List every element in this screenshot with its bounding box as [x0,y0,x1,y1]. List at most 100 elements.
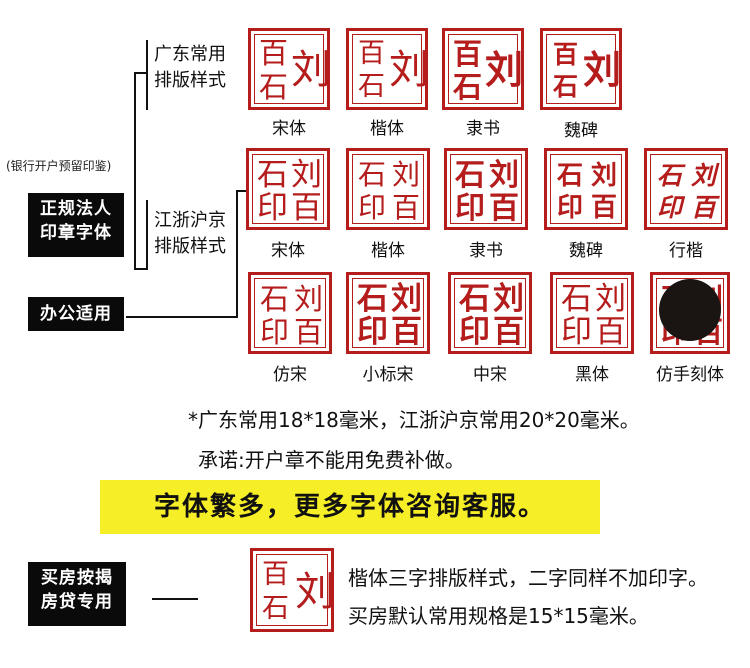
stamp-char: 刘 [595,281,626,317]
stamp-caption: 宋体 [272,119,306,139]
stamp-char: 印 [260,315,290,349]
stamp-caption: 小标宋 [362,365,414,385]
legal-seal-font-label-line2: 印章字体 [40,223,112,243]
size-note: *广东常用18*18毫米，江浙沪京常用20*20毫米。 [188,408,640,432]
stamp-char: 百 [489,191,519,226]
stamp-char: 石 [257,157,288,193]
stamp-char: 百 [358,38,385,69]
stamp-char: 石 [358,158,387,191]
stamp-char: 石 [453,70,483,104]
stamp-char: 石 [561,281,592,317]
stamp-gd-li-border [448,34,518,104]
bracket-main-vertical [134,72,136,270]
stamp-char: 刘 [294,282,324,316]
stamp-caption: 隶书 [466,119,500,139]
mortgage-label-line1: 买房按揭 [41,568,113,588]
stamp-gd-song: 百 刘 石 [248,28,330,110]
stamp-char: 百 [691,193,717,222]
stamp-caption: 黑体 [575,365,609,385]
stamp-char: 石 [260,282,290,316]
stamp-char: 刘 [691,161,717,190]
stamp-char: 百 [392,191,421,224]
mortgage-label-line2: 房贷专用 [41,592,113,612]
stamp-char: 百 [591,193,618,223]
stamp-char: 刘 [493,281,524,317]
stamp-gd-song-border [254,34,324,104]
bracket-gd-top [134,72,146,74]
stamp-char: 刘 [389,47,428,93]
bracket-jz-right [146,200,148,270]
stamp-char: 石 [262,593,289,624]
stamp-jz-li: 石 刘 印 百 [444,148,528,230]
bracket-jz-tick [134,268,146,270]
stamp-char: 百 [391,314,422,350]
stamp-jz-li-border [450,154,522,224]
stamp-caption: 魏碑 [564,121,598,141]
stamp-office-heiti: 石 刘 印 百 [550,272,634,354]
stamp-char: 百 [291,190,322,226]
stamp-char: 印 [455,191,485,226]
stamp-char: 印 [557,193,584,223]
stamp-char: 石 [259,70,289,104]
jiangzhe-layout-label: 江浙沪京 排版样式 [154,208,226,260]
stamp-office-handcarved-border [656,278,724,348]
stamp-caption: 楷体 [370,119,404,139]
guangdong-layout-label-line1: 广东常用 [154,44,226,65]
stamp-jz-kai-border [352,154,424,224]
stamp-char: 百 [294,315,324,349]
stamp-caption: 魏碑 [569,241,603,261]
stamp-mortgage-border [256,554,328,626]
promise-note: 承诺:开户章不能用免费补做。 [198,448,465,472]
mortgage-dash [152,598,198,600]
stamp-office-xiaobiaosong: 石 刘 印 百 [346,272,430,354]
mortgage-label: 买房按揭 房贷专用 [28,562,126,626]
stamp-caption: 中宋 [473,365,507,385]
stamp-jz-wei-border [550,154,622,224]
stamp-jz-xingkai-border [650,154,722,224]
bracket-office-connector [126,316,238,318]
stamp-char: 印 [561,314,592,350]
stamp-char: 石 [557,161,584,191]
image-obscuring-blob [659,279,721,341]
stamp-char: 刘 [391,281,422,317]
stamp-jz-xingkai: 石 刘 印 百 [644,148,728,230]
stamp-char: 石 [459,281,490,317]
stamp-char: 刘 [485,47,524,92]
bank-seal-note: (银行开户预留印鉴) [6,159,112,173]
bracket-office-top [236,190,248,192]
stamp-char: 石 [657,161,683,190]
stamp-char: 石 [358,71,385,102]
stamp-char: 刘 [392,158,421,191]
stamp-char: 印 [657,193,683,222]
stamp-office-fangsong-border [254,278,326,348]
mortgage-note-2: 买房默认常用规格是15*15毫米。 [348,604,649,628]
bracket-office-vertical [236,190,238,318]
jiangzhe-layout-label-line1: 江浙沪京 [154,210,226,231]
stamp-char: 刘 [295,569,334,615]
stamp-office-handcarved: 石 刘 印 百 [650,272,730,354]
stamp-char: 刘 [591,161,618,191]
legal-seal-font-label-line1: 正规法人 [40,199,112,219]
font-banner: 字体繁多，更多字体咨询客服。 [100,480,600,534]
stamp-gd-kai-border [352,34,422,104]
stamp-char: 刘 [291,47,330,93]
stamp-char: 石 [357,281,388,317]
stamp-char: 刘 [583,47,622,92]
stamp-office-xiaobiaosong-border [352,278,424,348]
stamp-office-heiti-border [556,278,628,348]
stamp-caption: 仿手刻体 [656,365,724,385]
stamp-gd-kai: 百 刘 石 [346,28,428,110]
stamp-gd-wei-border [546,34,616,104]
stamp-char: 百 [259,36,289,70]
stamp-char: 印 [357,314,388,350]
stamp-jz-song: 石 刘 印 百 [246,148,330,230]
stamp-char: 石 [553,72,579,101]
jiangzhe-layout-label-line2: 排版样式 [154,236,226,257]
stamp-caption: 行楷 [669,241,703,261]
stamp-jz-kai: 石 刘 印 百 [346,148,430,230]
stamp-char: 百 [595,314,626,350]
stamp-office-zhongsong-border [454,278,526,348]
stamp-char: 百 [553,40,579,69]
stamp-char: 印 [459,314,490,350]
stamp-char: 印 [257,190,288,226]
